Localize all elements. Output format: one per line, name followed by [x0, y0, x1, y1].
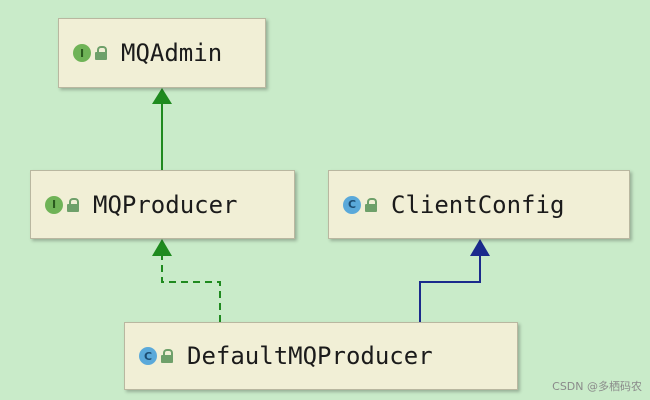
class-node-mqadmin[interactable]: I MQAdmin	[58, 18, 266, 88]
class-name: MQProducer	[93, 190, 238, 219]
interface-icon: I	[45, 195, 63, 214]
class-name: MQAdmin	[121, 39, 223, 67]
class-icon: C	[343, 195, 361, 214]
class-node-defaultmqproducer[interactable]: C DefaultMQProducer	[124, 322, 518, 390]
arrowhead-mqproducer	[152, 239, 172, 256]
watermark: CSDN @多栖码农	[552, 380, 642, 393]
edge-defaultmqproducer-to-mqproducer	[161, 256, 221, 322]
class-node-mqproducer[interactable]: I MQProducer	[30, 170, 295, 239]
lock-icon	[67, 197, 79, 212]
lock-icon	[95, 46, 107, 60]
arrowhead-mqadmin	[152, 88, 172, 104]
interface-icon: I	[73, 44, 91, 62]
class-name: ClientConfig	[391, 190, 565, 219]
lock-icon	[365, 197, 377, 212]
class-name: DefaultMQProducer	[187, 342, 433, 370]
class-node-clientconfig[interactable]: C ClientConfig	[328, 170, 630, 239]
lock-icon	[161, 349, 173, 363]
class-icon: C	[139, 347, 157, 365]
arrowhead-clientconfig	[470, 239, 490, 256]
edge-defaultmqproducer-to-clientconfig	[419, 256, 481, 322]
